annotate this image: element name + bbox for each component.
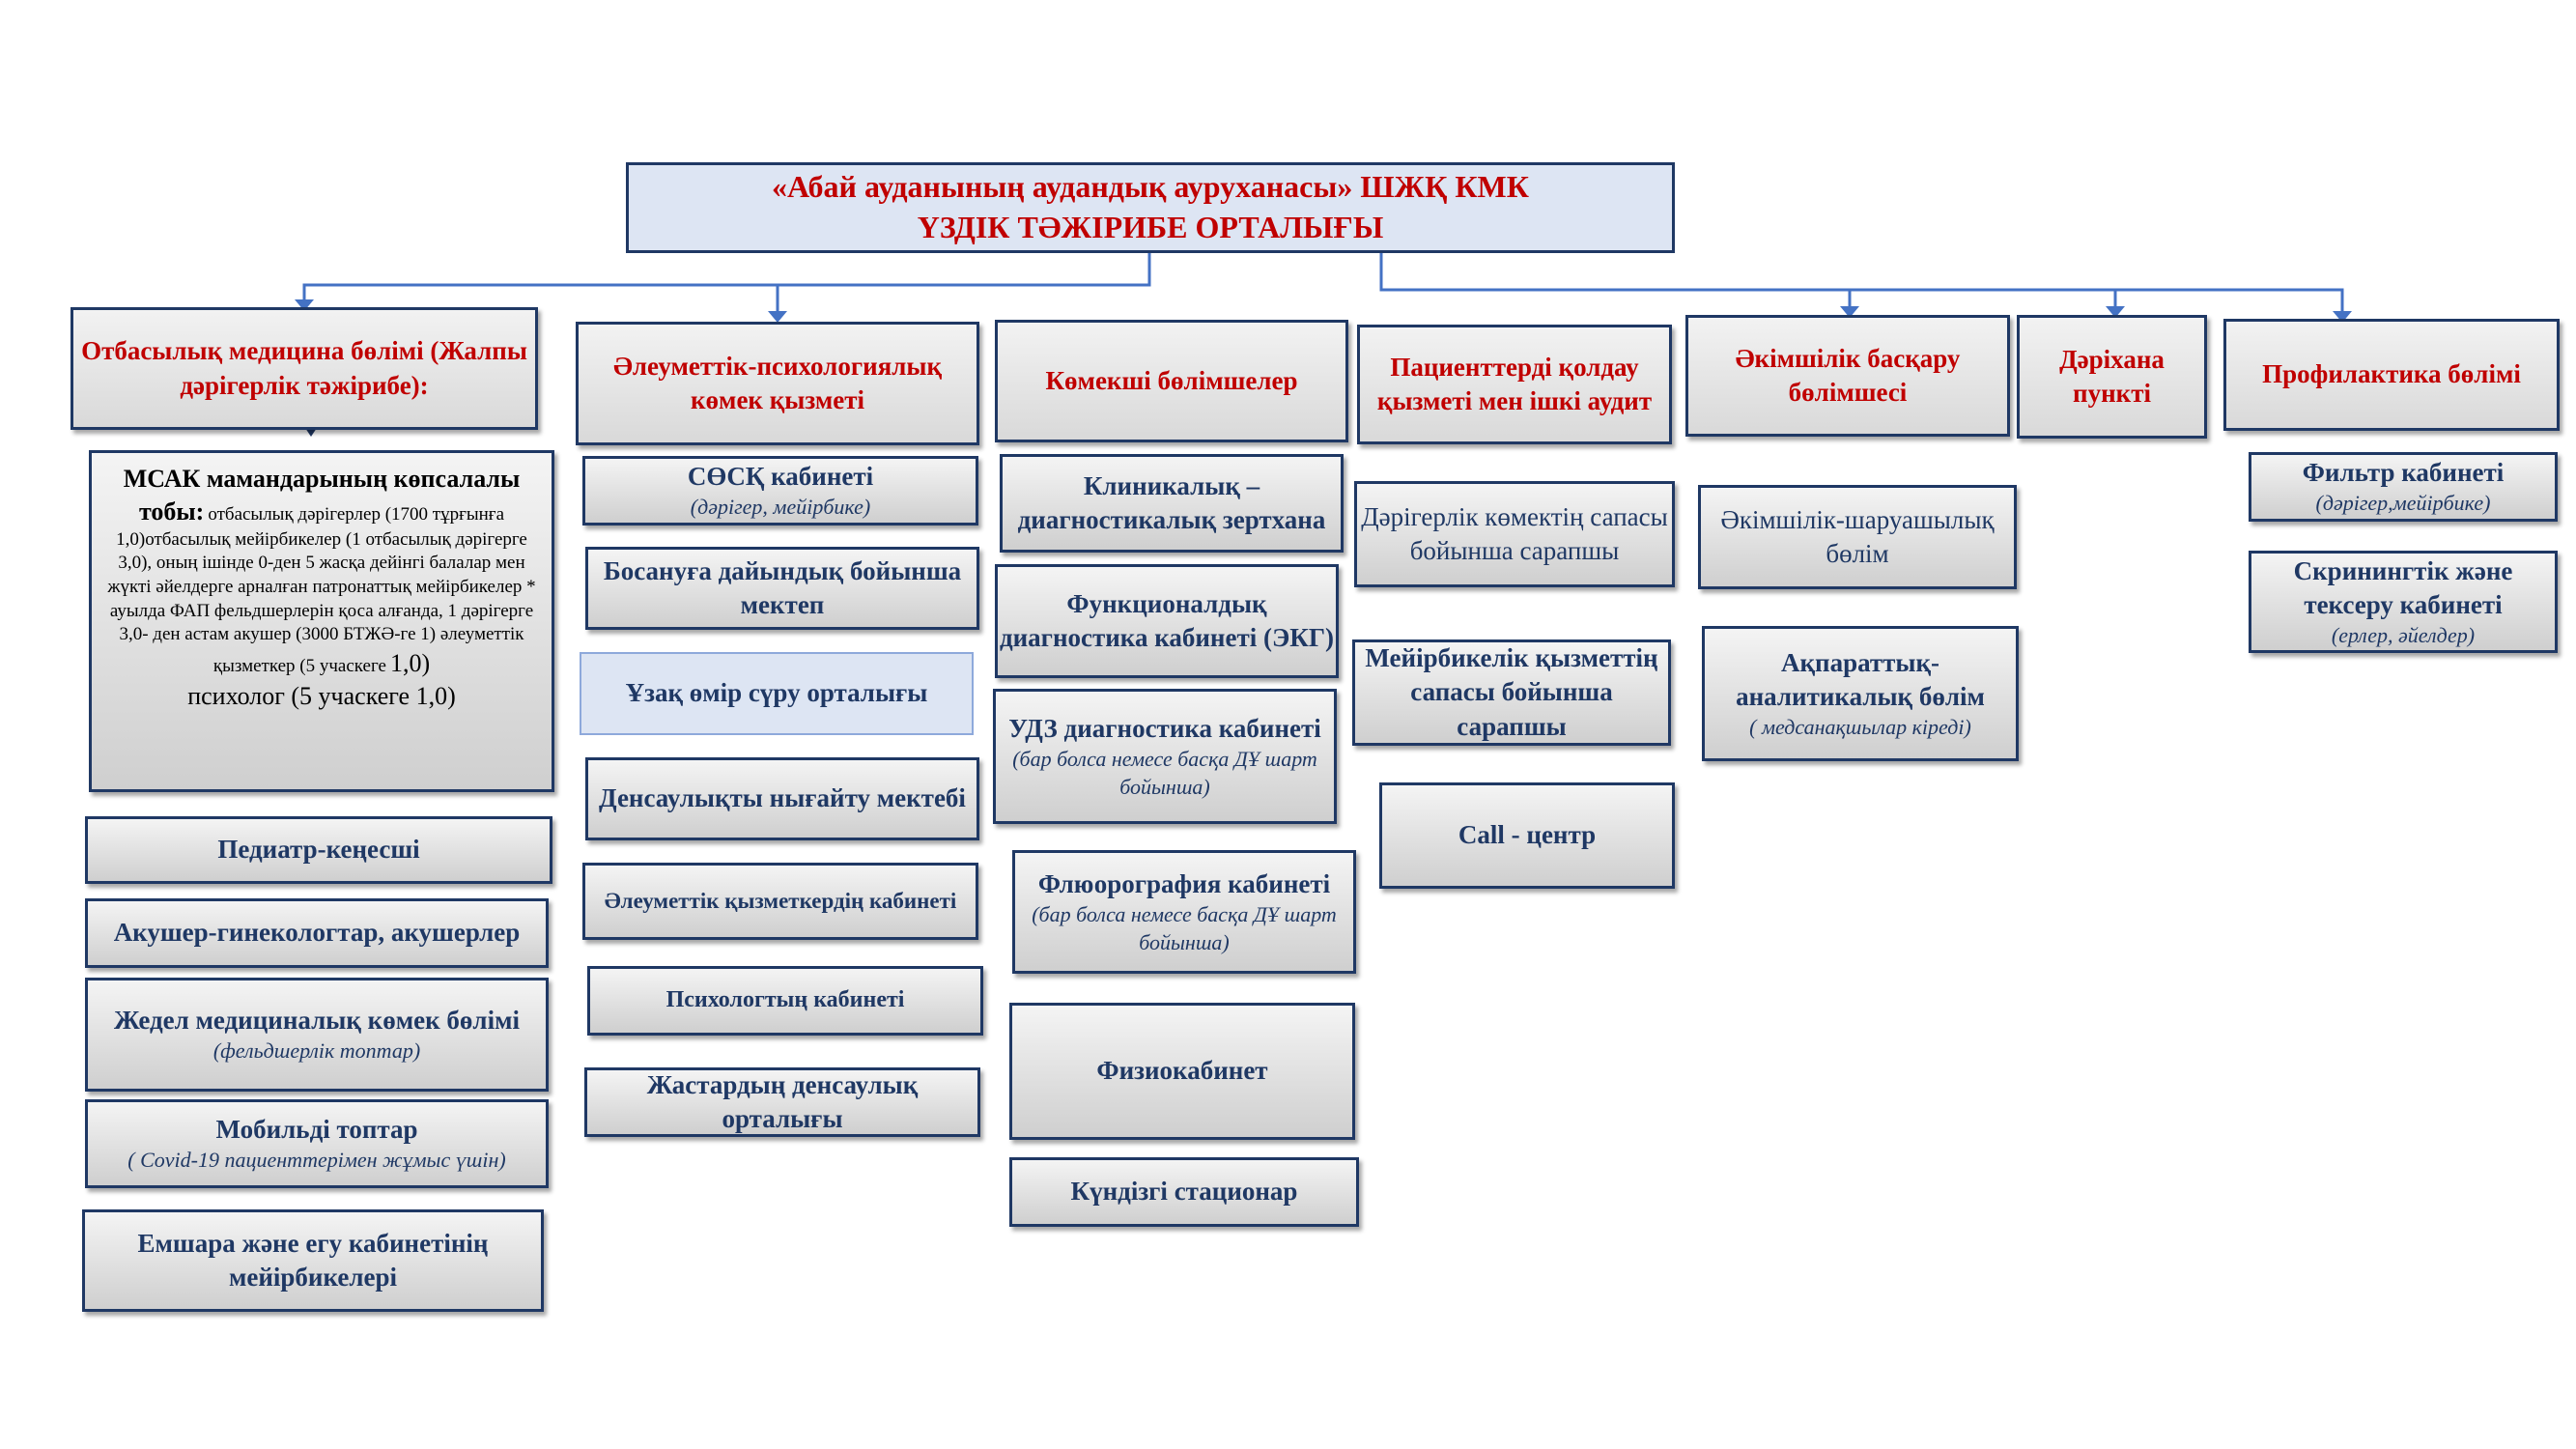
physio-label: Физиокабинет [1096,1056,1268,1086]
lab-box: Клиникалық – диагностикалық зертхана [1000,454,1344,553]
title-line1: «Абай ауданының аудандық ауруханасы» ШЖҚ… [772,169,1529,205]
emergency-label: Жедел медициналық көмек бөлімі [114,1006,520,1036]
header-family-label: Отбасылық медицина бөлімі (Жалпы дәрігер… [81,336,527,400]
header-aux-label: Көмекші бөлімшелер [1045,365,1298,395]
filter-room-note: (дәрігер,мейірбике) [2315,491,2491,516]
sosk-box: СӨСҚ кабинеті (дәрігер, мейірбике) [582,456,978,526]
birth-school-box: Босануға дайындық бойынша мектеп [585,547,979,630]
youth-center-box: Жастардың денсаулық орталығы [584,1067,980,1137]
fluoro-box: Флюорография кабинеті (бар болса немесе … [1012,850,1356,974]
call-center-label: Call - центр [1458,820,1597,850]
header-prevention-label: Профилактика бөлімі [2262,359,2521,389]
title-line2: ҮЗДІК ТӘЖІРИБЕ ОРТАЛЫҒЫ [917,210,1384,244]
uzd-box: УДЗ диагностика кабинеті (бар болса неме… [993,689,1337,824]
social-worker-box: Әлеуметтік қызметкердің кабинеті [582,863,978,940]
header-pharmacy: Дәріхана пункті [2017,315,2207,439]
expert-doctor-box: Дәрігерлік көмектің сапасы бойынша сарап… [1354,481,1675,587]
emergency-box: Жедел медициналық көмек бөлімі (фельдшер… [85,978,549,1092]
func-diag-box: Функционалдық диагностика кабинеті (ЭКГ) [995,564,1339,678]
header-social-label: Әлеуметтік-психологиялық көмек қызметі [612,351,943,414]
physio-box: Физиокабинет [1009,1003,1355,1140]
screening-note: (ерлер, әйелдер) [2331,622,2476,647]
fluoro-label: Флюорография кабинеті [1037,868,1331,898]
msak-psychologist: психолог (5 учаскеге 1,0) [187,681,456,710]
fluoro-note: (бар болса немесе басқа ДҰ шарт бойынша) [1032,901,1337,954]
pediatrician-label: Педиатр-кеңесші [217,835,420,865]
obgyn-label: Акушер-гинекологтар, акушерлер [113,918,521,948]
emergency-note: (фельдшерлік топтар) [212,1038,421,1064]
sosk-label: СӨСҚ кабинеті [687,462,874,492]
msak-text: отбасылық дәрігерлер (1700 тұрғынға 1,0)… [107,503,536,677]
mobile-teams-note: ( Covid-19 пациенттерімен жұмыс үшін) [127,1148,506,1173]
info-analytics-label: Ақпараттық-аналитикалық бөлім [1736,647,1985,711]
header-patient-label: Пациенттерді қолдау қызметі мен ішкі ауд… [1376,352,1653,415]
header-prevention: Профилактика бөлімі [2223,319,2560,431]
longlife-center-label: Ұзақ өмір сүру орталығы [625,678,928,708]
header-social-psych: Әлеуметтік-психологиялық көмек қызметі [576,322,979,445]
msak-value: 1,0) [389,649,431,678]
expert-nurse-box: Мейірбикелік қызметтің сапасы бойынша са… [1352,639,1671,746]
header-patient-support: Пациенттерді қолдау қызметі мен ішкі ауд… [1357,325,1672,444]
health-school-box: Денсаулықты нығайту мектебі [585,757,979,840]
call-center-box: Call - центр [1379,782,1675,889]
psychologist-label: Психологтың кабинеті [665,987,905,1013]
admin-econ-box: Әкімшілік-шаруашылық бөлім [1698,485,2017,589]
filter-room-label: Фильтр кабинеті [2302,458,2505,488]
expert-doctor-label: Дәрігерлік көмектің сапасы бойынша сарап… [1361,501,1668,565]
info-analytics-box: Ақпараттық-аналитикалық бөлім ( медсанақ… [1702,626,2019,761]
nurses-box: Емшара және егу кабинетінің мейірбикелер… [82,1209,544,1312]
header-pharmacy-label: Дәріхана пункті [2059,344,2165,408]
mobile-teams-box: Мобильді топтар ( Covid-19 пациенттеріме… [85,1099,549,1188]
youth-center-label: Жастардың денсаулық орталығы [646,1069,919,1133]
pediatrician-box: Педиатр-кеңесші [85,816,552,884]
func-diag-label: Функционалдық диагностика кабинеті (ЭКГ) [999,588,1335,652]
screening-label: Скринингтік және тексеру кабинеті [2293,555,2513,619]
uzd-note: (бар болса немесе басқа ДҰ шарт бойынша) [1012,746,1317,799]
info-analytics-note: ( медсанақшылар кіреді) [1749,714,1971,739]
msak-team-box: МСАК мамандарының көпсалалы тобы: отбасы… [89,450,554,792]
screening-box: Скринингтік және тексеру кабинеті (ерлер… [2249,551,2558,653]
admin-econ-label: Әкімшілік-шаруашылық бөлім [1720,504,1995,568]
header-admin-label: Әкімшілік басқару бөлімшесі [1735,343,1961,407]
obgyn-box: Акушер-гинекологтар, акушерлер [85,898,549,968]
longlife-center-box: Ұзақ өмір сүру орталығы [580,652,974,735]
uzd-label: УДЗ диагностика кабинеті [1008,713,1321,743]
psychologist-box: Психологтың кабинеті [587,966,983,1036]
daycare-box: Күндізгі стационар [1009,1157,1359,1227]
organization-title: «Абай ауданының аудандық ауруханасы» ШЖҚ… [626,162,1675,253]
mobile-teams-label: Мобильді топтар [215,1115,418,1145]
health-school-label: Денсаулықты нығайту мектебі [599,783,966,813]
daycare-label: Күндізгі стационар [1070,1177,1298,1207]
header-auxiliary: Көмекші бөлімшелер [995,320,1348,442]
birth-school-label: Босануға дайындық бойынша мектеп [603,555,962,619]
header-administration: Әкімшілік басқару бөлімшесі [1685,315,2010,437]
lab-label: Клиникалық – диагностикалық зертхана [1017,470,1326,534]
header-family-medicine: Отбасылық медицина бөлімі (Жалпы дәрігер… [71,307,538,430]
expert-nurse-label: Мейірбикелік қызметтің сапасы бойынша са… [1365,643,1658,741]
msak-title: МСАК мамандарының көпсалалы тобы: [123,465,521,526]
social-worker-label: Әлеуметтік қызметкердің кабинеті [604,889,957,914]
sosk-note: (дәрігер, мейірбике) [690,495,871,520]
nurses-label: Емшара және егу кабинетінің мейірбикелер… [137,1228,489,1292]
filter-room-box: Фильтр кабинеті (дәрігер,мейірбике) [2249,452,2558,522]
